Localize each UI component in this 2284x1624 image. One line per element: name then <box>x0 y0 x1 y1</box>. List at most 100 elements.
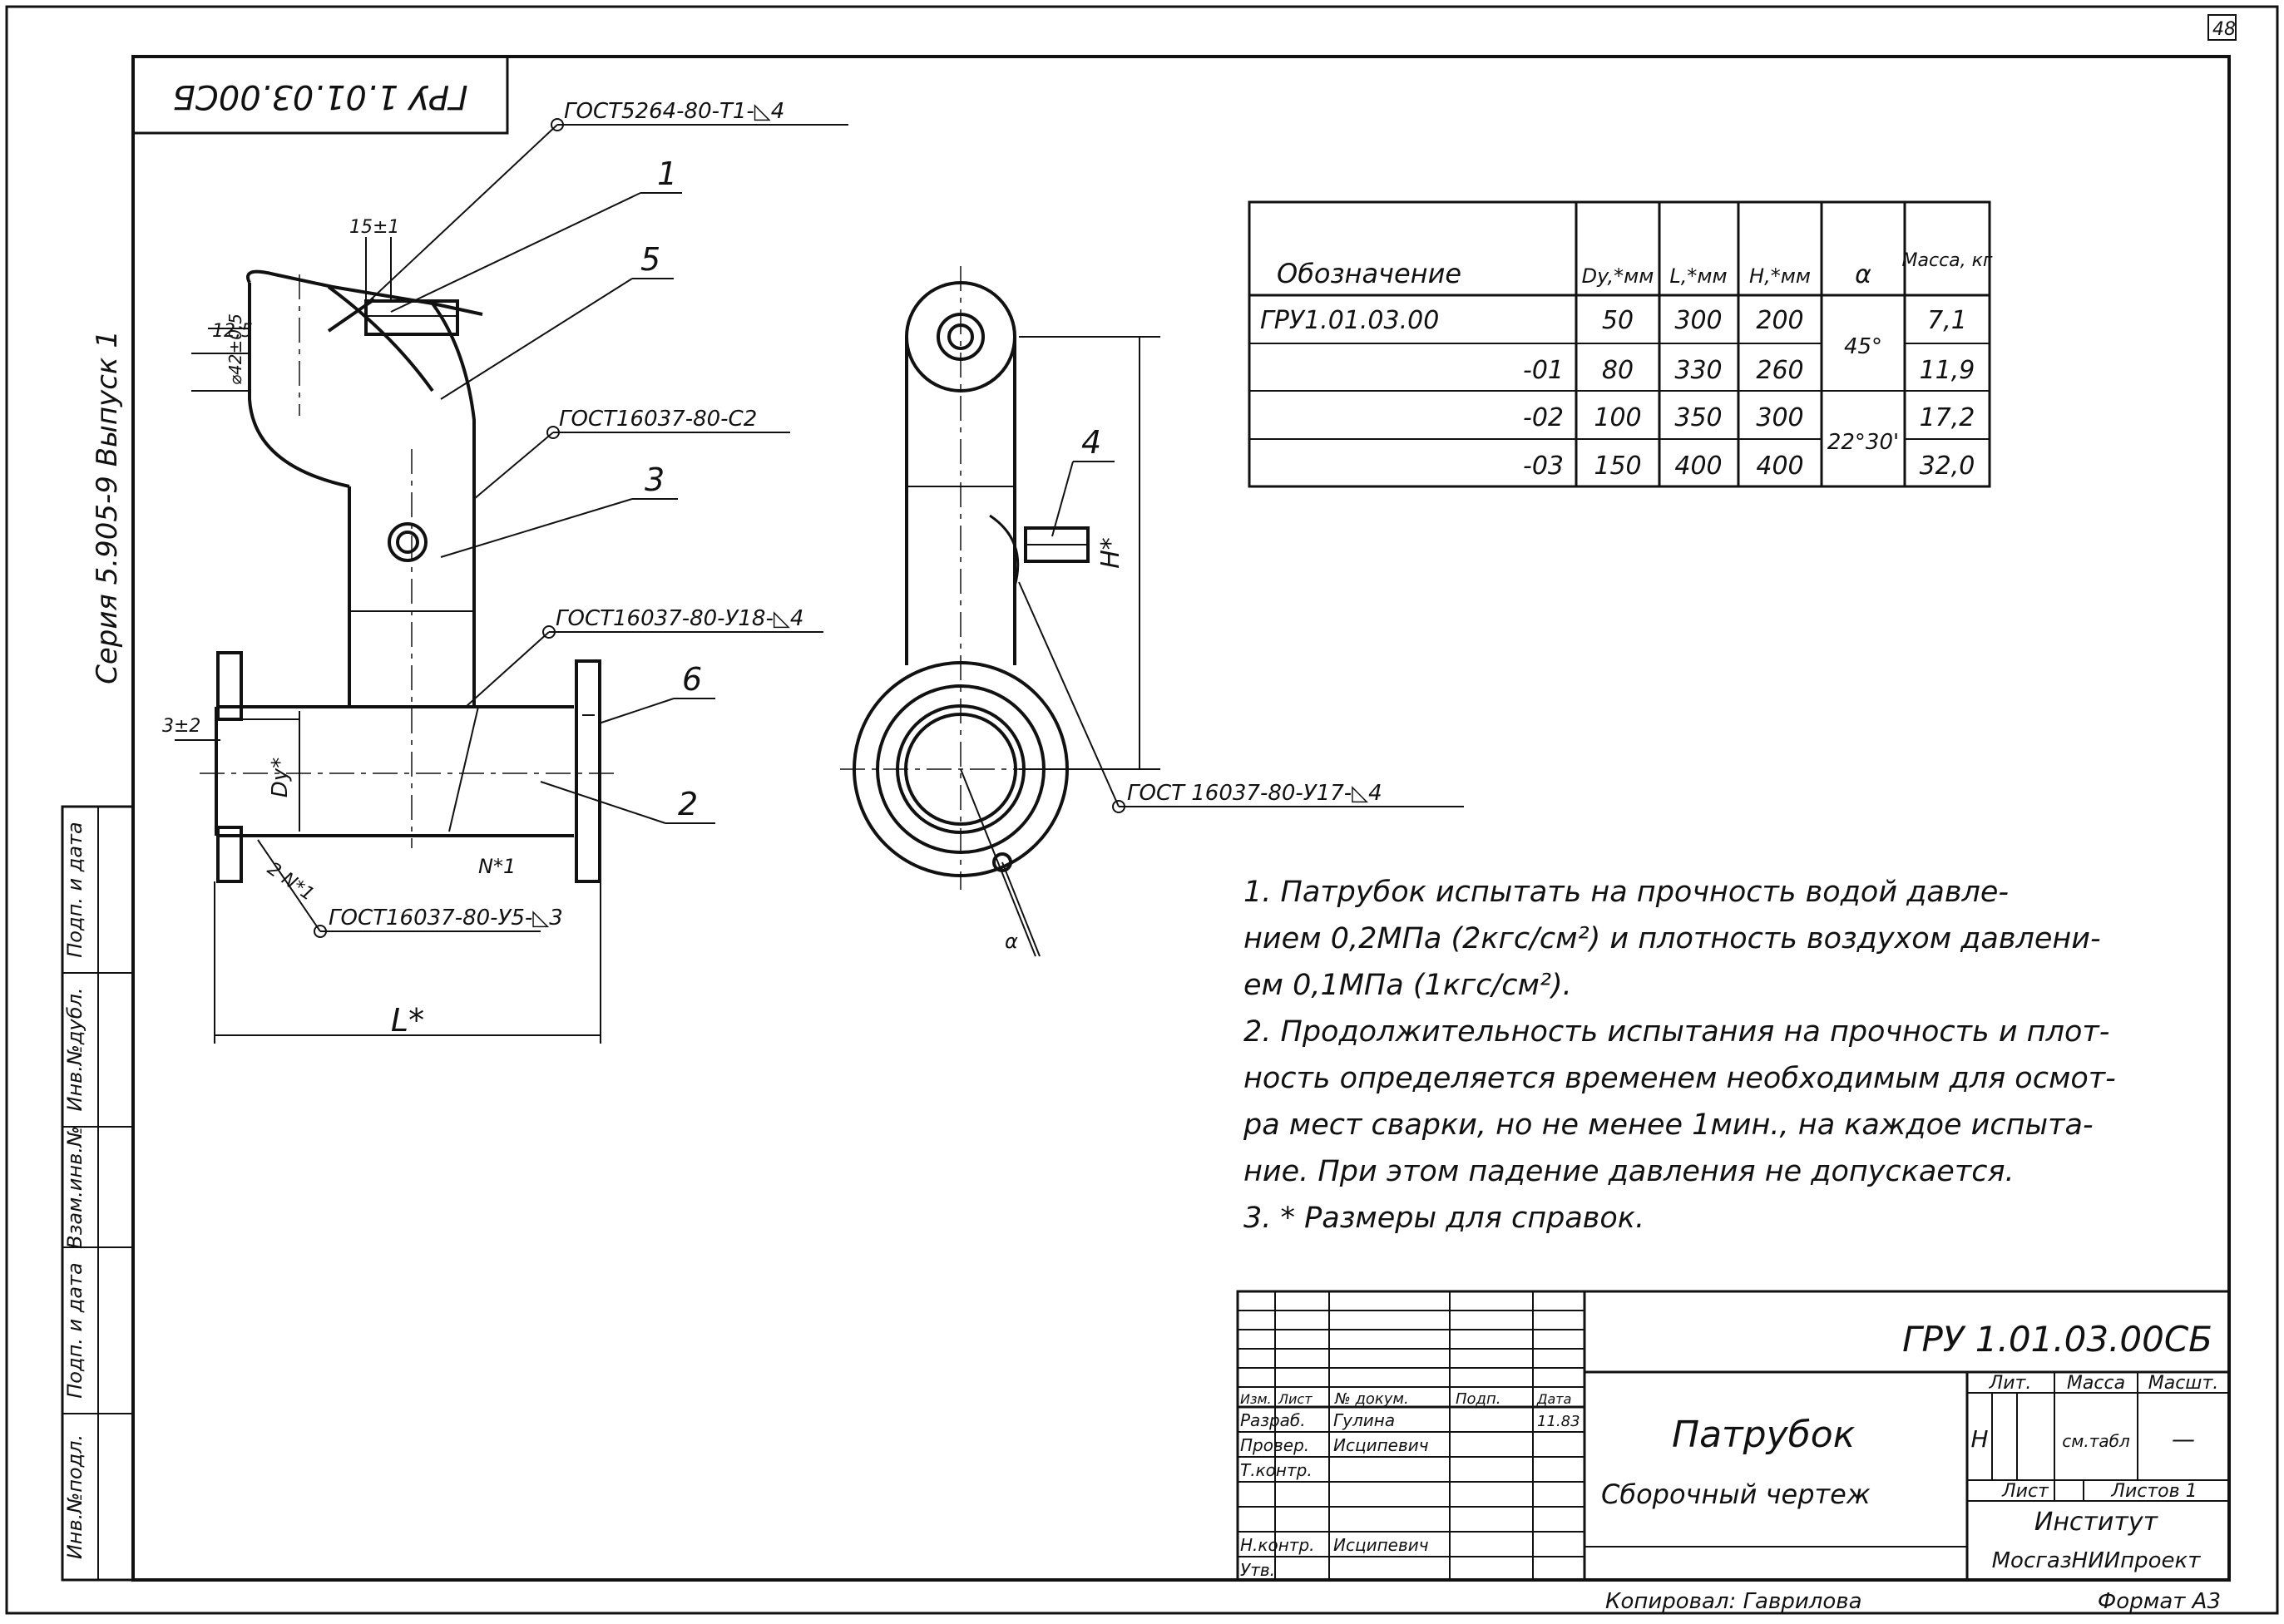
page-number-box <box>2207 14 2237 41</box>
dim-phi: ⌀42±0,5 <box>225 313 245 385</box>
note-line: ность определяется временем необходимым … <box>1243 1062 2116 1095</box>
rotated-code: ГРУ 1.01.03.00СБ <box>172 77 467 116</box>
param-table: Обозначение Dy,*мм L,*мм H,*мм α Масса, … <box>1248 200 1993 488</box>
tb-razrab-date: 11.83 <box>1537 1413 1580 1430</box>
cell-angle-1: 45° <box>1844 334 1882 359</box>
callout-pos5: 5 <box>640 241 660 278</box>
note-line: 1. Патрубок испытать на прочность водой … <box>1243 876 2010 909</box>
dim-n1: N*1 <box>478 855 516 878</box>
l-dimension <box>175 237 601 1044</box>
callout-weld-u5: ГОСТ16037-80-У5-◺3 <box>329 906 563 930</box>
callout-pos1: 1 <box>657 155 677 192</box>
side-stamp: Инв.№подл. Подп. и дата Взам.инв.№ Инв.№… <box>61 805 135 1582</box>
tb-razrab-name: Гулина <box>1333 1410 1395 1430</box>
tb-name: Патрубок <box>1672 1414 1856 1456</box>
th-mass: Масса, кг <box>1902 250 1993 271</box>
footer-format: Формат А3 <box>2098 1589 2221 1614</box>
cell-angle-2: 22°30' <box>1827 430 1899 455</box>
callout-weld-u17: ГОСТ 16037-80-У17-◺4 <box>1127 781 1382 806</box>
stamp-podp-2: Подп. и дата <box>63 822 87 958</box>
tb-utv-label: Утв. <box>1240 1560 1275 1580</box>
cell-r1-l: 330 <box>1674 356 1722 385</box>
dim-12: 12,5 <box>212 321 253 342</box>
cell-r3-mass: 32,0 <box>1920 452 1975 481</box>
th-designation: Обозначение <box>1277 258 1461 289</box>
page-number: 48 <box>2212 19 2236 40</box>
cell-r0-dy: 50 <box>1602 306 1634 335</box>
tb-scale-value: — <box>2172 1425 2195 1453</box>
note-line: ние. При этом падение давления не допуск… <box>1243 1155 2015 1188</box>
cell-r2-l: 350 <box>1674 403 1722 432</box>
front-view <box>215 269 601 883</box>
footer-copied: Копировал: Гаврилова <box>1605 1589 1862 1614</box>
callout-weld-c2: ГОСТ16037-80-С2 <box>559 407 757 432</box>
cell-r3-h: 400 <box>1756 452 1803 481</box>
tb-lit-value: Н <box>1970 1425 1988 1453</box>
tb-prov-label: Провер. <box>1240 1435 1309 1455</box>
cell-r3-dy: 150 <box>1594 452 1641 481</box>
cell-r0-des: ГРУ1.01.03.00 <box>1260 306 1439 335</box>
side-dims <box>960 336 1464 957</box>
title-block: ГРУ 1.01.03.00СБ Патрубок Сборочный черт… <box>1236 1290 2231 1582</box>
outer-frame <box>5 5 2279 1615</box>
tb-scale-label: Масшт. <box>2148 1373 2219 1394</box>
cell-r3-l: 400 <box>1674 452 1722 481</box>
note-line: нием 0,2МПа (2кгс/см²) и плотность возду… <box>1243 922 2101 955</box>
front-centerlines <box>200 274 615 848</box>
tb-mass-value: см.табл <box>2062 1431 2130 1451</box>
tb-nkontr-name: Исципевич <box>1333 1535 1429 1555</box>
note-line: 3. * Размеры для справок. <box>1243 1202 1645 1235</box>
note-line: ра мест сварки, но не менее 1мин., на ка… <box>1243 1108 2094 1142</box>
stamp-inv-podl: Инв.№подл. <box>63 1434 87 1559</box>
cell-r1-dy: 80 <box>1602 356 1634 385</box>
tb-col-izm: Изм. <box>1240 1391 1272 1407</box>
dim-2n1: 2 N*1 <box>264 858 318 905</box>
cell-r1-mass: 11,9 <box>1920 356 1975 385</box>
cell-r2-mass: 17,2 <box>1920 403 1975 432</box>
cell-r2-des: -02 <box>1523 403 1564 432</box>
callout-pos3: 3 <box>645 462 665 498</box>
tb-col-sign: Подп. <box>1456 1390 1500 1408</box>
dim-dy: Dy* <box>268 758 293 797</box>
tb-col-date: Дата <box>1536 1391 1571 1407</box>
callout-pos6: 6 <box>682 661 702 698</box>
tb-tkontr-label: Т.контр. <box>1240 1460 1313 1480</box>
tb-sheets-label: Листов 1 <box>2110 1481 2197 1502</box>
dim-15: 15±1 <box>349 217 399 238</box>
series-text: Серия 5.905-9 Выпуск 1 <box>91 330 124 684</box>
tb-lit-label: Лит. <box>1989 1373 2032 1394</box>
note-line: ем 0,1МПа (1кгс/см²). <box>1243 969 1572 1002</box>
tb-razrab-label: Разраб. <box>1240 1410 1306 1430</box>
cell-r1-h: 260 <box>1756 356 1803 385</box>
tb-col-list: Лист <box>1278 1391 1313 1407</box>
tb-nkontr-label: Н.контр. <box>1240 1535 1315 1555</box>
cell-r2-h: 300 <box>1756 403 1803 432</box>
tb-mass-label: Масса <box>2067 1373 2125 1394</box>
th-alpha: α <box>1855 260 1871 289</box>
side-centerlines <box>840 266 1081 890</box>
tb-designation: ГРУ 1.01.03.00СБ <box>1902 1319 2212 1360</box>
code-box <box>131 55 509 135</box>
front-leaders <box>257 118 848 938</box>
dim-alpha: α <box>1005 930 1018 953</box>
callout-weld-u18: ГОСТ16037-80-У18-◺4 <box>556 606 803 631</box>
stamp-inv-dubl: Инв.№дубл. <box>63 988 87 1112</box>
note-line: 2. Продолжительность испытания на прочно… <box>1243 1015 2110 1049</box>
stamp-podp-1: Подп. и дата <box>63 1262 87 1399</box>
cell-r0-l: 300 <box>1674 306 1722 335</box>
cell-r0-mass: 7,1 <box>1927 306 1967 335</box>
cell-r3-des: -03 <box>1523 452 1564 481</box>
cell-r1-des: -01 <box>1523 356 1564 385</box>
th-dy: Dy,*мм <box>1582 264 1654 288</box>
tb-sheet-label: Лист <box>2001 1481 2049 1502</box>
th-h: H,*мм <box>1749 264 1811 288</box>
callout-pos4: 4 <box>1081 424 1101 461</box>
th-l: L,*мм <box>1669 264 1727 288</box>
callout-weld-top: ГОСТ5264-80-Т1-◺4 <box>564 99 784 124</box>
tb-org-1: Институт <box>2034 1508 2159 1537</box>
tb-org-2: МосгазНИИпроект <box>1992 1548 2202 1573</box>
dim-l: L* <box>391 1002 424 1039</box>
stamp-vzam: Взам.инв.№ <box>63 1126 87 1249</box>
